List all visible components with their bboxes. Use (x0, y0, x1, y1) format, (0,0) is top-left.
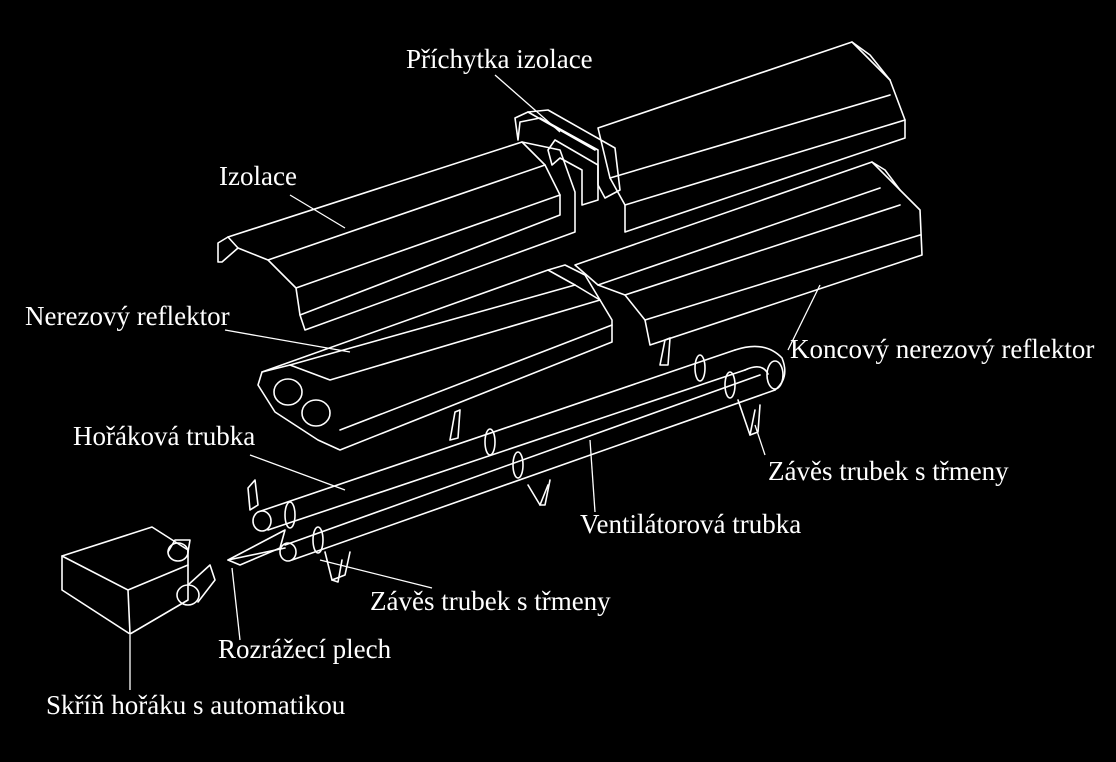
label-hanger-bottom: Závěs trubek s třmeny (370, 586, 611, 616)
reflector-left-segment (257, 264, 613, 451)
end-reflector-segment (574, 161, 923, 346)
label-fan-tube: Ventilátorová trubka (580, 509, 801, 539)
label-baffle-plate: Rozrážecí plech (218, 634, 392, 664)
insulation-clip (514, 109, 621, 206)
baffle-plate (227, 529, 286, 566)
label-burner-tube: Hořáková trubka (73, 421, 255, 451)
burner-tube (252, 349, 746, 532)
tube-clamps (284, 354, 736, 554)
tube-hangers (247, 337, 761, 583)
label-stainless-reflector: Nerezový reflektor (25, 301, 230, 331)
label-end-reflector: Koncový nerezový reflektor (790, 334, 1094, 364)
label-insulation: Izolace (219, 161, 297, 191)
tube-u-bend (734, 345, 786, 391)
label-hanger-right: Závěs trubek s třmeny (768, 456, 1009, 486)
insulation-left-segment (217, 141, 576, 331)
label-insulation-clip: Příchytka izolace (406, 44, 593, 74)
insulation-right-segment (597, 41, 906, 233)
burner-box (61, 526, 216, 635)
label-burner-box: Skříň hořáku s automatikou (46, 690, 346, 720)
leader-lines (129, 74, 821, 690)
